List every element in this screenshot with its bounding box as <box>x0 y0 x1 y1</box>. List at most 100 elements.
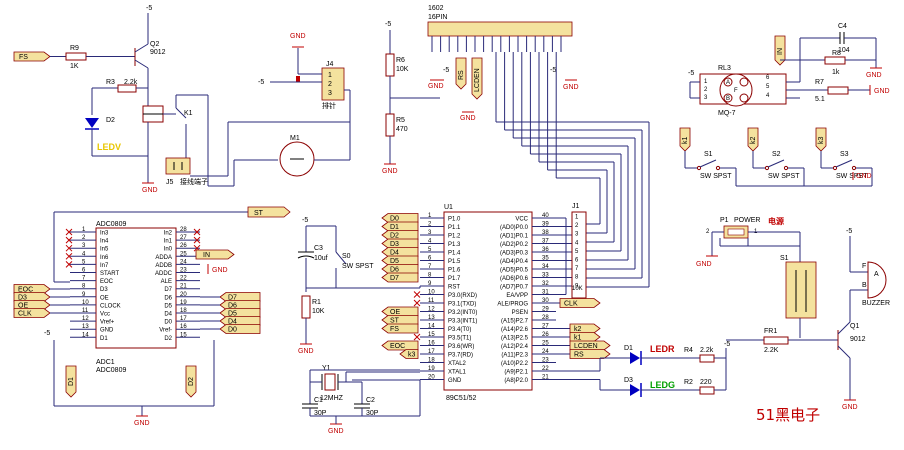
switch-net-tag-k1 <box>679 127 691 152</box>
mcu-left-pin-num-1: 1 <box>428 213 432 219</box>
adc-right-pin-num-19: 19 <box>180 300 187 306</box>
adc-right-pin-num-26: 26 <box>180 243 187 249</box>
adc-right-pin-num-18: 18 <box>180 308 187 314</box>
r3-value: 2.2k <box>124 79 138 86</box>
adc-right-pin-num-21: 21 <box>180 284 187 290</box>
j1-part: 10K <box>572 286 583 292</box>
mcu-left-pin-label-17: P3.7(RD) <box>448 353 473 359</box>
mcu-right-pin-label-36: (AD3)P0.3 <box>500 251 529 257</box>
adc-left-pin-num-4: 4 <box>82 251 86 257</box>
mcu-right-pin-num-38: 38 <box>542 230 549 236</box>
adc-st-tag: ST <box>254 210 264 217</box>
q2-value: 9012 <box>150 49 166 56</box>
m1-label: M1 <box>290 135 300 142</box>
mq-letter-a: A <box>726 80 730 86</box>
buzzer-pin-a: A <box>874 271 879 278</box>
j4-gnd-label: GND <box>290 33 306 40</box>
r8-value: 1k <box>832 69 840 76</box>
switch-name-0: S1 <box>704 151 713 158</box>
mcu-left-pin-num-6: 6 <box>428 256 432 262</box>
adc-left-pin-label-10: CLOCK <box>100 303 121 309</box>
adc-right-pin-label-19: D5 <box>164 303 172 309</box>
mcu-left-pin-label-2: P1.1 <box>448 225 461 231</box>
switch-net-label-k2: k2 <box>750 137 757 145</box>
switch-net-tag-k2 <box>747 127 759 152</box>
adc-right-pin-label-27: In1 <box>164 239 173 245</box>
d2-label: D2 <box>106 117 115 124</box>
buzzer-pin-f: F <box>862 263 866 270</box>
lcd-supply-1: -5 <box>443 67 449 74</box>
mcu-left-pin-num-15: 15 <box>428 332 435 338</box>
mcu-right-net-RS-shape <box>569 349 611 359</box>
mcu-right-pin-num-23: 23 <box>542 358 549 364</box>
adc-right-net-D7: D7 <box>228 295 237 302</box>
mcu-right-pin-num-29: 29 <box>542 307 549 313</box>
lcd-header-block: 1602 16PIN RS LCDEN GND GND GND -5 -5 <box>427 5 579 122</box>
adc-right-net-D7-shape <box>219 292 261 302</box>
switch-lever-2[interactable] <box>835 159 853 168</box>
switch-lever-0[interactable] <box>699 159 717 168</box>
adc-left-pin-num-8: 8 <box>82 284 86 290</box>
divider-supply-label: -5 <box>385 21 391 28</box>
mcu-net2-EOC: EOC <box>390 343 405 350</box>
r9-value: 1K <box>70 63 79 70</box>
adc-supply-label: -5 <box>44 330 50 337</box>
switch-lever-1[interactable] <box>767 159 785 168</box>
mq-letter-b: B <box>726 96 730 102</box>
j5-label: J5 <box>166 179 174 186</box>
mq-pin-5: 5 <box>766 84 770 90</box>
j4-label: J4 <box>326 61 334 68</box>
mcu-ref: U1 <box>444 204 453 211</box>
adc-left-net-OE-shape <box>13 300 51 310</box>
osc-gnd-label: GND <box>328 428 344 435</box>
j1-pin-4: 4 <box>575 240 579 246</box>
mcu-left-pin-num-5: 5 <box>428 247 432 253</box>
mcu-block: U1 89C51/52 1P1.02P1.13P1.24P1.35P1.46P1… <box>381 204 611 416</box>
s0-label: S0 <box>342 253 351 260</box>
mcu-left-pin-num-8: 8 <box>428 273 432 279</box>
mcu-right-pin-label-34: (AD5)P0.5 <box>500 268 529 274</box>
mcu-left-pin-label-18: XTAL2 <box>448 361 467 367</box>
mcu-right-pin-label-29: PSEN <box>512 310 528 316</box>
mcu-left-pin-num-3: 3 <box>428 230 432 236</box>
switch-net-label-k1: k1 <box>682 137 689 145</box>
adc-left-pin-num-1: 1 <box>82 227 86 233</box>
mq-pin-1: 1 <box>704 79 708 85</box>
fs-net-label: FS <box>19 54 28 61</box>
mcu-right-pin-num-37: 37 <box>542 239 549 245</box>
adc-right-pin-num-15: 15 <box>180 332 187 338</box>
mcu-right-pin-num-39: 39 <box>542 222 549 228</box>
lcd-title: 1602 <box>428 5 444 12</box>
switch-name-2: S3 <box>840 151 849 158</box>
mcu-right-pin-label-26: (A13)P2.5 <box>501 336 529 342</box>
mcu-left-pin-num-14: 14 <box>428 324 435 330</box>
mcu-net-D4: D4 <box>390 250 399 257</box>
adc-ref: ADC1 <box>96 359 115 366</box>
adc-left-pin-num-12: 12 <box>82 316 89 322</box>
mcu-right-pin-label-23: (A10)P2.2 <box>501 361 529 367</box>
adc-left-pin-label-12: Vref+ <box>100 320 115 326</box>
mcu-net-D4-shape <box>381 247 419 257</box>
adc-right-pin-label-16: Vref- <box>159 328 172 334</box>
relay-driver-block: FS R9 1K -5 Q2 9012 R3 2.2k D2 LEDV GND <box>13 5 351 194</box>
mcu-right-pin-label-35: (AD4)P0.4 <box>500 259 529 265</box>
ledv-label: LEDV <box>97 142 121 152</box>
adc-right-pin-label-22: ALE <box>161 279 172 285</box>
reset-gnd-label: GND <box>298 348 314 355</box>
mcu-right-pin-num-27: 27 <box>542 324 549 330</box>
mcu-right-net-CLK: CLK <box>564 301 578 308</box>
mcu-net2-k3-shape <box>399 349 419 359</box>
adc-gnd-bottom: GND <box>134 420 150 427</box>
mcu-right-net-k1-shape <box>569 332 601 342</box>
mcu-left-pin-label-3: P1.2 <box>448 234 461 240</box>
adc-left-pin-num-7: 7 <box>82 276 86 282</box>
adc-left-pin-num-5: 5 <box>82 259 86 265</box>
switch-type-0: SW SPST <box>700 173 732 180</box>
r1-label: R1 <box>312 299 321 306</box>
j1-pin-9: 9 <box>575 283 579 289</box>
mcu-left-pin-label-6: P1.5 <box>448 259 461 265</box>
c2-value: 30P <box>366 410 379 417</box>
mcu-left-pin-num-17: 17 <box>428 349 435 355</box>
lcd-data-bus <box>495 52 650 288</box>
